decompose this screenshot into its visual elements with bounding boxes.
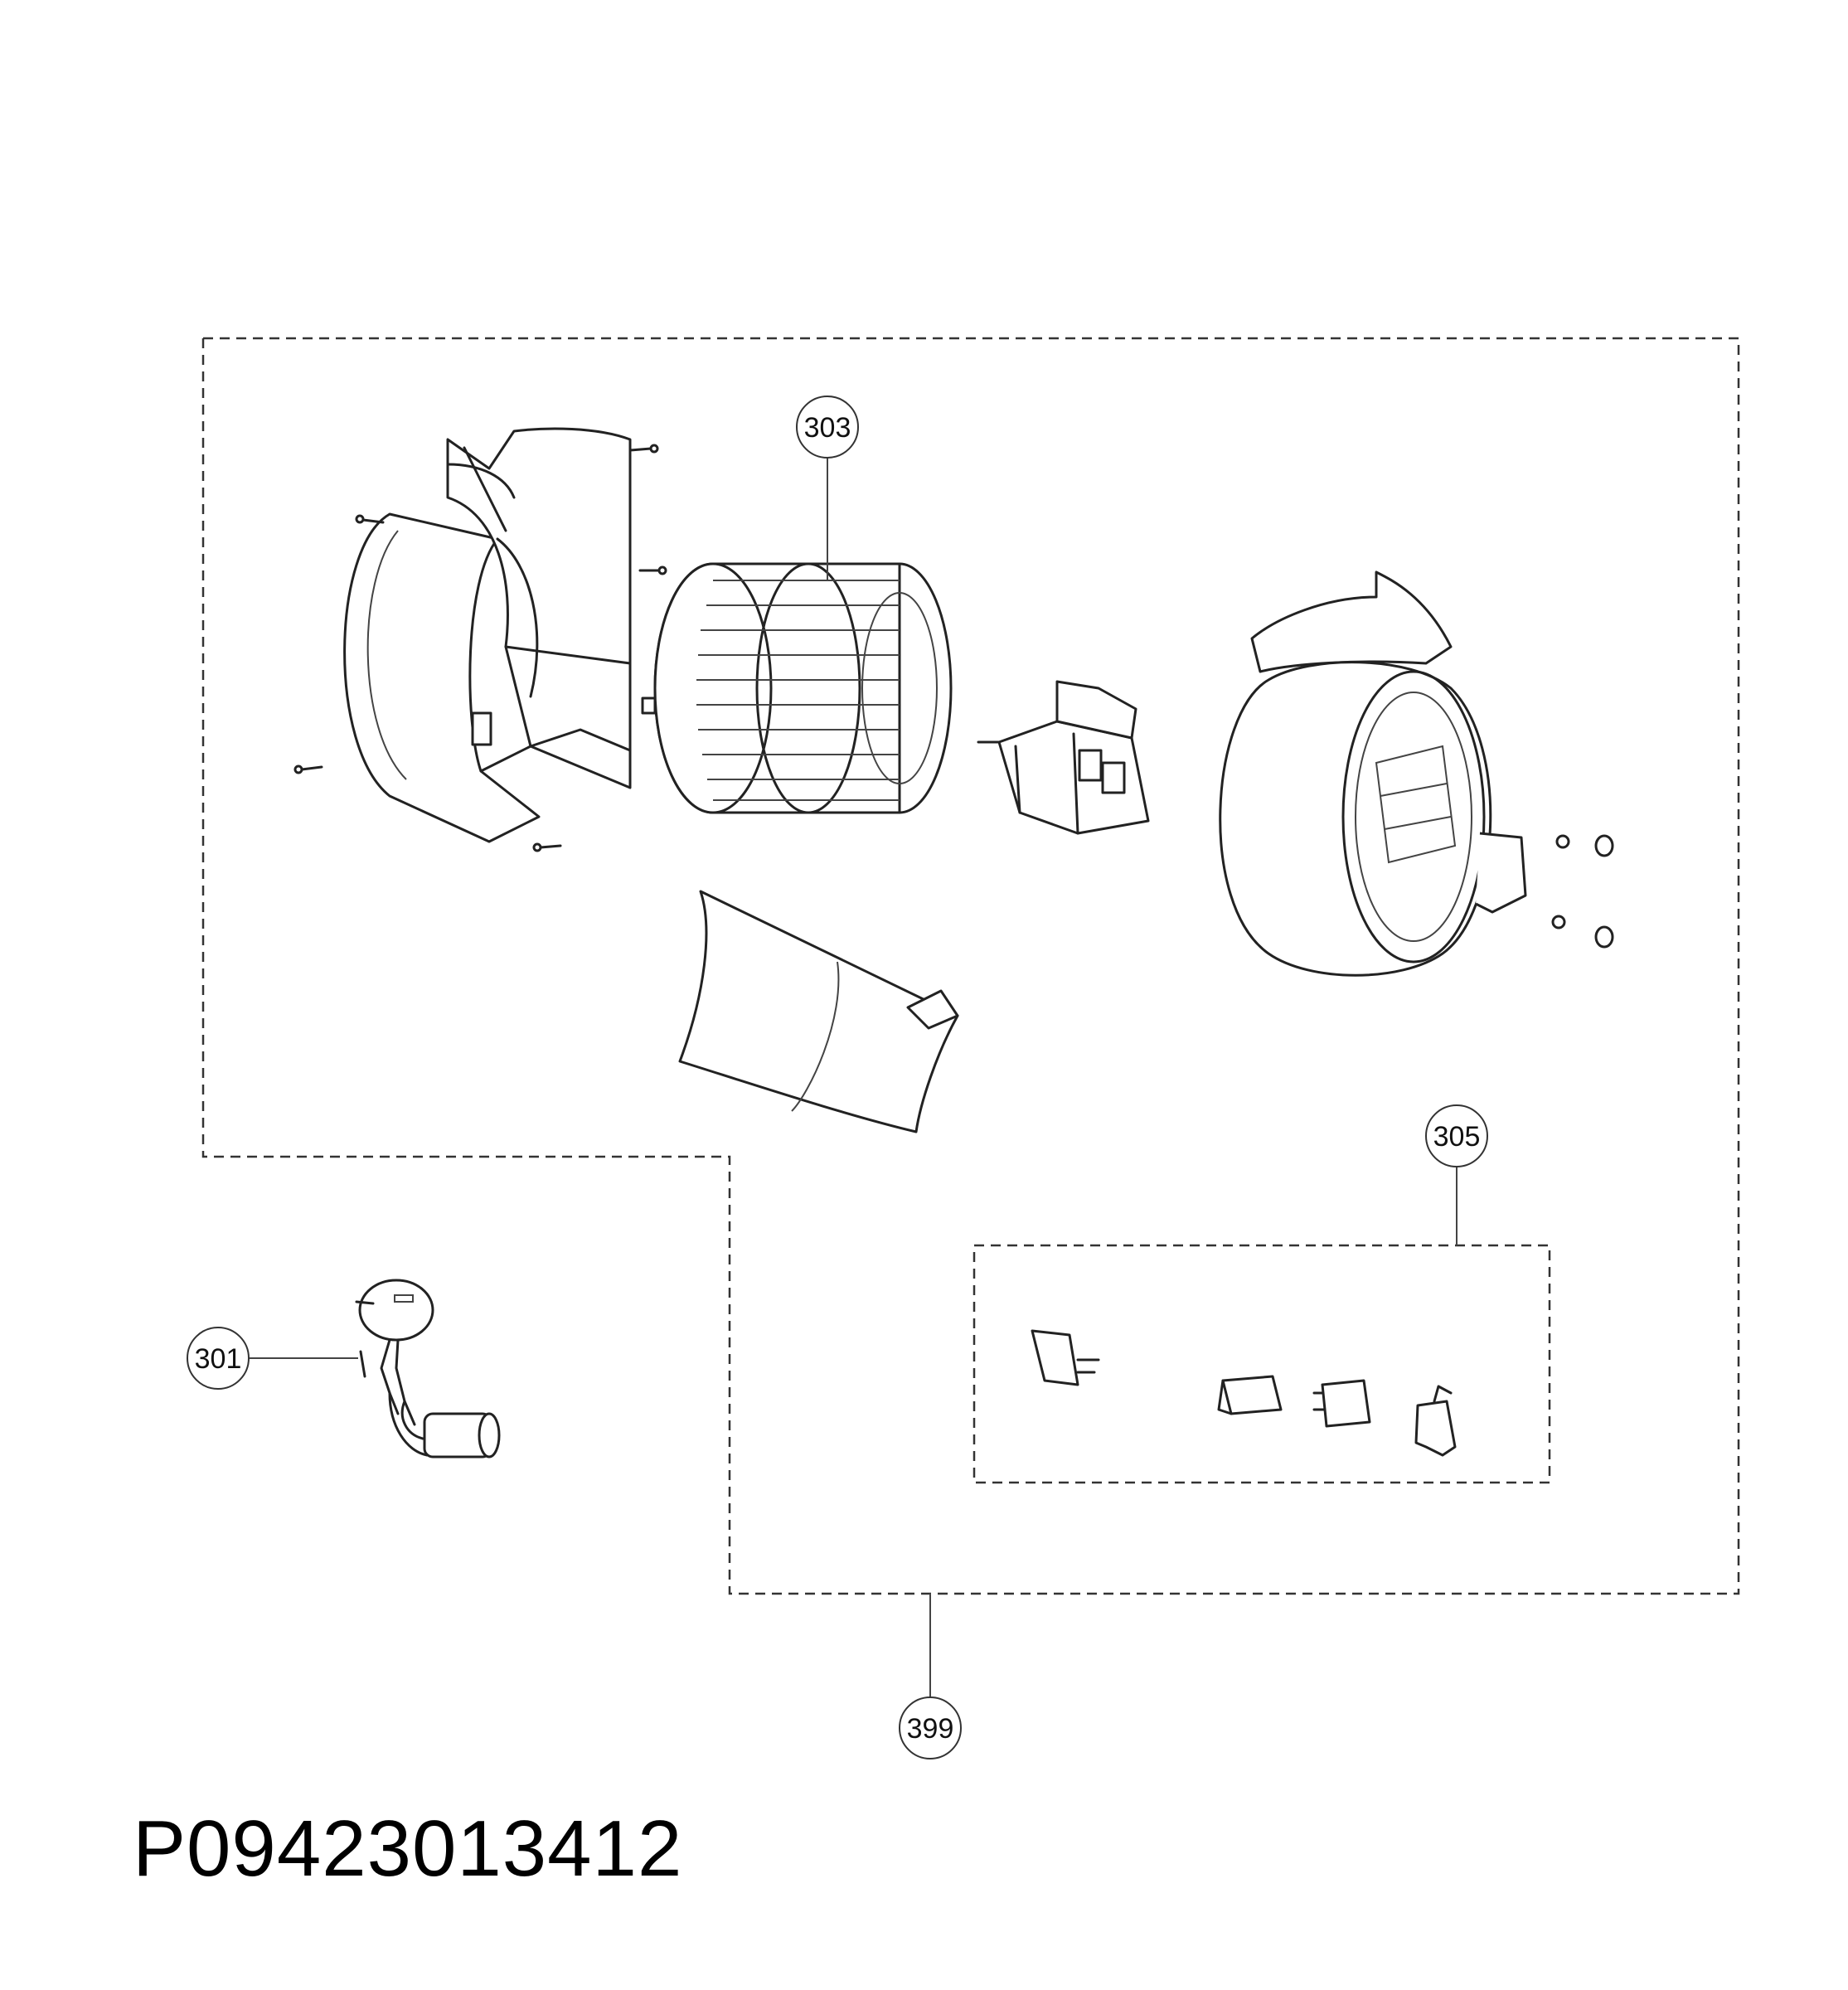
blower-wheel (641, 562, 953, 814)
diagram-id: P09423013412 (133, 1804, 683, 1893)
kit-305-boundary (973, 1244, 1551, 1484)
callout-label-305: 305 (1433, 1121, 1481, 1153)
left-fan-housing (293, 427, 667, 852)
callout-label-301: 301 (195, 1343, 242, 1375)
blower-motor (977, 680, 1150, 835)
power-cord-capacitor (355, 1279, 501, 1459)
callout-label-303: 303 (804, 412, 851, 444)
air-guide-plate (678, 890, 959, 1133)
callout-label-399: 399 (907, 1713, 954, 1745)
connector-kit-parts (1031, 1329, 1457, 1457)
right-fan-housing (1219, 570, 1614, 977)
callout-305: 305 (1425, 1104, 1488, 1245)
callout-301: 301 (187, 1327, 358, 1390)
assembly-399-boundary (201, 337, 1740, 1595)
callout-303: 303 (796, 396, 859, 580)
callout-399: 399 (899, 1594, 962, 1759)
